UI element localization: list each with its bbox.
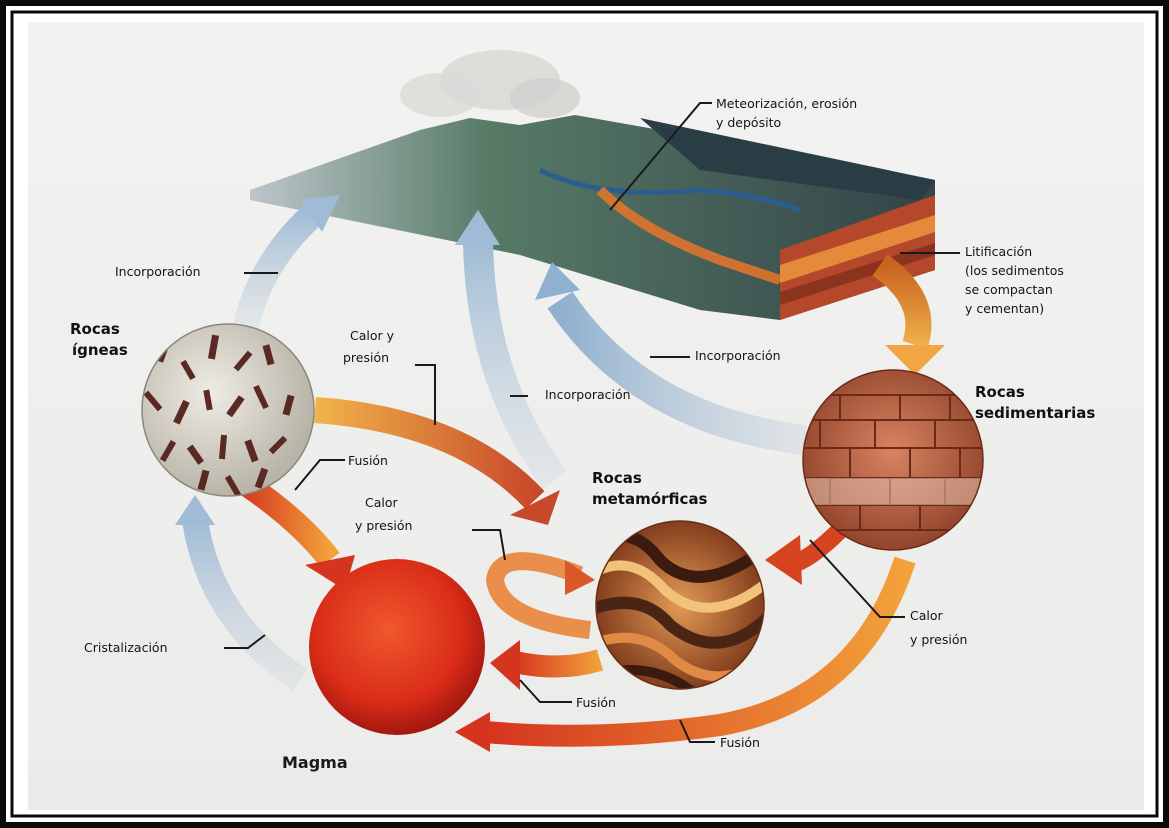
label-fusion-left: Fusión [348, 453, 388, 468]
magma-sphere [309, 559, 485, 735]
label-litificacion-3: se compactan [965, 282, 1053, 297]
label-cristalizacion: Cristalización [84, 640, 168, 655]
label-litificacion-2: (los sedimentos [965, 263, 1064, 278]
fusion-arrow-metamorphic [515, 660, 600, 667]
label-meteorizacion-1: Meteorización, erosión [716, 96, 857, 111]
label-litificacion-4: y cementan) [965, 301, 1044, 316]
label-calor-presion-mid-1: Calor [365, 495, 399, 510]
label-incorporacion-right: Incorporación [695, 348, 781, 363]
igneous-rock-sphere [142, 324, 314, 497]
label-calor-presion-top-2: presión [343, 350, 389, 365]
label-meteorizacion-2: y depósito [716, 115, 781, 130]
node-sedimentarias-2: sedimentarias [975, 404, 1095, 422]
label-calor-presion-top-1: Calor y [350, 328, 395, 343]
node-igneas-2: ígneas [72, 341, 128, 359]
label-incorporacion-mid: Incorporación [545, 387, 631, 402]
label-calor-presion-right-2: y presión [910, 632, 967, 647]
label-calor-presion-right-1: Calor [910, 608, 944, 623]
label-fusion-mid: Fusión [576, 695, 616, 710]
label-fusion-bottom: Fusión [720, 735, 760, 750]
node-metamorficas-1: Rocas [592, 469, 642, 487]
node-igneas-1: Rocas [70, 320, 120, 338]
label-litificacion-1: Litificación [965, 244, 1032, 259]
label-incorporacion-left: Incorporación [115, 264, 201, 279]
label-calor-presion-mid-2: y presión [355, 518, 412, 533]
node-metamorficas-2: metamórficas [592, 490, 708, 508]
node-sedimentarias-1: Rocas [975, 383, 1025, 401]
node-magma: Magma [282, 753, 348, 772]
